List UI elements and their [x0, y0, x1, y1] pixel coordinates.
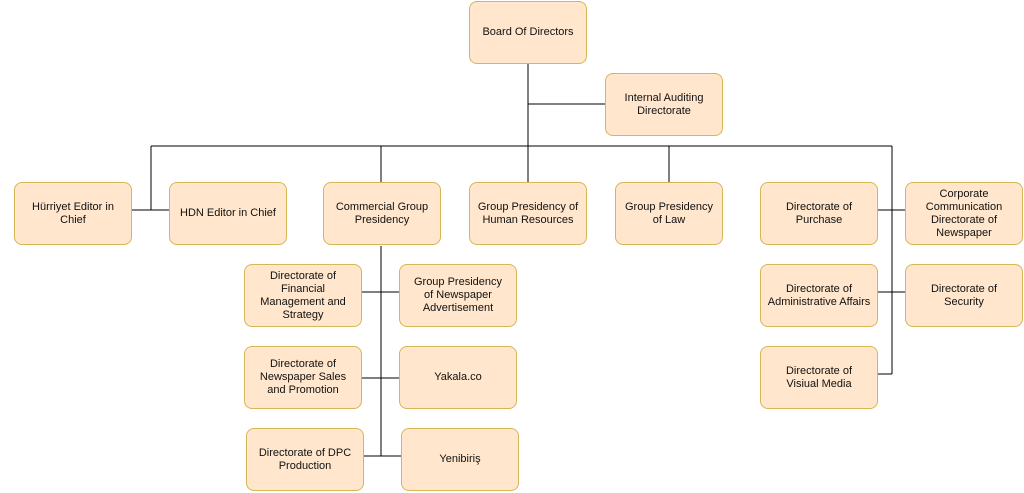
node-group-presidency-newspaper-advertisement: Group Presidency of Newspaper Advertisem… [399, 264, 517, 327]
node-directorate-newspaper-sales: Directorate of Newspaper Sales and Promo… [244, 346, 362, 409]
node-yakala-co: Yakala.co [399, 346, 517, 409]
node-commercial-group-presidency: Commercial Group Presidency [323, 182, 441, 245]
node-corporate-communication-directorate: Corporate Communication Directorate of N… [905, 182, 1023, 245]
node-hdn-editor-in-chief: HDN Editor in Chief [169, 182, 287, 245]
node-board-of-directors: Board Of Directors [469, 1, 587, 64]
node-directorate-financial-management: Directorate of Financial Management and … [244, 264, 362, 327]
node-directorate-visual-media: Directorate of Visiual Media [760, 346, 878, 409]
node-yenibiris: Yenibiriş [401, 428, 519, 491]
node-group-presidency-human-resources: Group Presidency of Human Resources [469, 182, 587, 245]
node-internal-auditing-directorate: Internal Auditing Directorate [605, 73, 723, 136]
node-directorate-of-security: Directorate of Security [905, 264, 1023, 327]
node-directorate-administrative-affairs: Directorate of Administrative Affairs [760, 264, 878, 327]
node-group-presidency-law: Group Presidency of Law [615, 182, 723, 245]
node-directorate-dpc-production: Directorate of DPC Production [246, 428, 364, 491]
node-directorate-of-purchase: Directorate of Purchase [760, 182, 878, 245]
node-hurriyet-editor-in-chief: Hürriyet Editor in Chief [14, 182, 132, 245]
